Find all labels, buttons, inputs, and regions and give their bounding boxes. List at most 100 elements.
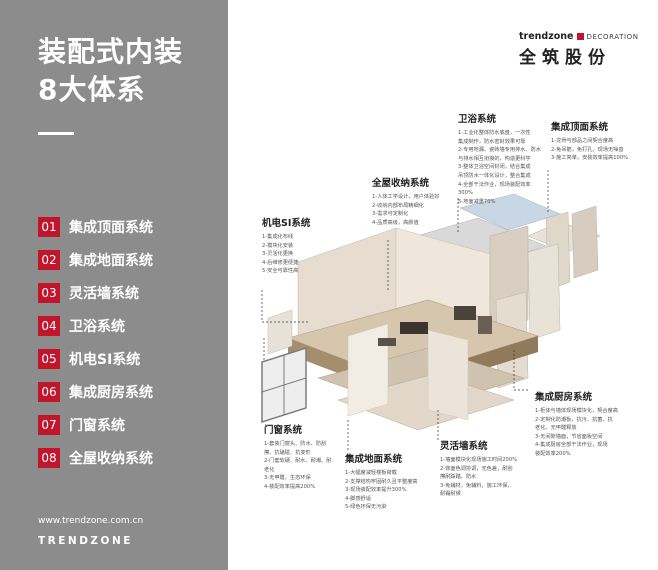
callout-title: 集成顶面系统: [551, 122, 609, 133]
page-title-line2: 8大体系: [38, 73, 146, 106]
callout-line: 300%: [458, 190, 473, 197]
callout-bath: 卫浴系统 1-工业化整体防水底盘，一次性 集成制作，防水密封效果可靠 2-专用地…: [458, 111, 541, 206]
callout-title: 灵活墙系统: [440, 441, 488, 452]
callout-line: 1-墙面模块化现场施工时间200%: [440, 457, 518, 463]
website-url: www.trendzone.com.cn: [38, 516, 144, 526]
callout-line: 集成制作，防水密封效果可靠: [458, 138, 526, 145]
item-label: 灵活墙系统: [69, 286, 139, 302]
callout-line: 1-龙骨与部品之间契合度高: [551, 138, 614, 144]
callout-title: 机电SI系统: [262, 218, 311, 229]
callout-door: 门窗系统 1-套装门窗头、防水、防刮 擦、抗磕碰、抗变形 2-门套软硬、耐水、耐…: [264, 422, 331, 492]
callout-mep: 机电SI系统 1-集成化布线 2-模块化安装 3-灵活化更换 4-后维修更便捷 …: [262, 215, 310, 276]
list-item: 03 灵活墙系统: [38, 283, 139, 303]
list-item: 06 集成厨房系统: [38, 382, 153, 402]
callout-line: 擦耐踩踏、防水: [440, 474, 477, 481]
callout-lines: 1-大幅度减轻楼板荷载 2-支撑结构牢固耐久且平整度高 3-现场装配效率提升30…: [345, 469, 418, 512]
item-number: 01: [38, 217, 60, 237]
leader-line-kitchen: [513, 350, 528, 391]
callout-line: 2-定制化防潮板，抗污、抗菌、抗: [535, 416, 613, 423]
callout-line: 3-现场装配效率提升300%: [345, 487, 407, 494]
callout-line: 2-收纳内部布局精细化: [372, 202, 424, 209]
callout-line: 3-无甲醛，生态环保: [264, 475, 311, 482]
callout-title: 卫浴系统: [458, 114, 497, 125]
callout-line: 2-门套软硬、耐水、耐潮、耐: [264, 458, 332, 465]
list-item: 04 卫浴系统: [38, 316, 125, 336]
callout-leader-lines: [261, 170, 549, 452]
page-title-line1: 装配式内装: [38, 35, 184, 68]
item-number: 05: [38, 349, 60, 369]
sofa: [400, 322, 428, 334]
floor-layer: [337, 373, 515, 431]
callout-lines: 1-墙面模块化现场施工时间200% 2-饰面色调协调，无色差，耐刮 擦耐踩踏、防…: [440, 456, 517, 499]
title-divider: [38, 132, 74, 135]
item-label: 集成顶面系统: [69, 220, 153, 236]
callout-lines: 1-工业化整体防水底盘，一次性 集成制作，防水密封效果可靠 2-专用地漏、瓷砖墙…: [458, 129, 541, 206]
callout-title: 集成地面系统: [345, 454, 403, 465]
callout-line: 5-安全可靠性高: [262, 268, 299, 275]
callout-line: 1-集成化布线: [262, 234, 294, 240]
callout-storage: 全屋收纳系统 1-人体工学设计，用户体验好 2-收纳内部布局精细化 3-需求可定…: [372, 175, 439, 227]
callout-line: 3-无间隙墙面，节省面板空间: [535, 433, 603, 440]
callout-line: 5-绿色环保无污染: [345, 504, 387, 511]
list-item: 01 集成顶面系统: [38, 217, 153, 237]
callout-kitchen: 集成厨房系统 1-柜体与墙体现场模块化，契合度高 2-定制化防潮板，抗污、抗菌、…: [535, 389, 618, 459]
callout-line: 老化、无甲醛释放: [535, 425, 577, 432]
company-logo: trendzone DECORATION 全筑股份: [519, 31, 639, 68]
cabinet: [454, 306, 476, 320]
callout-line: 1-套装门窗头、防水、防刮: [264, 441, 327, 447]
item-number: 03: [38, 283, 60, 303]
callout-lines: 1-柜体与墙体现场模块化，契合度高 2-定制化防潮板，抗污、抗菌、抗 老化、无甲…: [535, 407, 618, 459]
callout-line: 2-专用地漏、瓷砖墙专用排水、防水: [458, 147, 541, 154]
callout-line: 2-模块化安装: [262, 242, 294, 249]
item-label: 门窗系统: [69, 418, 125, 434]
cabinet: [478, 316, 492, 334]
callout-line: 4-品质高级，高颜值: [372, 219, 419, 226]
item-number: 07: [38, 415, 60, 435]
logo-chinese-name: 全筑股份: [519, 48, 611, 68]
callout-floor: 集成地面系统 1-大幅度减轻楼板荷载 2-支撑结构牢固耐久且平整度高 3-现场装…: [345, 451, 418, 512]
item-label: 全屋收纳系统: [69, 451, 153, 467]
callout-line: 3-灵活化更换: [262, 251, 294, 258]
callout-lines: 1-龙骨与部品之间契合度高 2-免吊筋，免打孔，现场无噪音 3-施工简单，安装效…: [551, 137, 628, 163]
partition-wall: [427, 329, 469, 421]
callout-line: 3-免辅材，免辅料，施工环保，: [440, 482, 513, 489]
callout-line: 与排水相互衔接的，构造更科学: [458, 155, 531, 162]
item-label: 集成厨房系统: [69, 385, 153, 401]
left-panel: 装配式内装 8大体系 01 集成顶面系统 02 集成地面系统 03 灵活墙系统 04 卫…: [0, 0, 228, 570]
item-number: 02: [38, 250, 60, 270]
callout-line: 吊顶防水一体化设计，整合集成: [458, 172, 531, 179]
wall-panel: [571, 205, 599, 279]
item-label: 集成地面系统: [69, 253, 153, 269]
item-number: 06: [38, 382, 60, 402]
item-label: 卫浴系统: [69, 319, 125, 335]
callout-title: 门窗系统: [264, 425, 303, 436]
callout-line: 4-全部干法作业，现场装配效率: [458, 181, 531, 188]
callout-line: 5-地面减重70%: [458, 198, 496, 205]
callout-line: 4-脚感舒适: [345, 495, 371, 502]
callout-line: 2-饰面色调协调，无色差，耐刮: [440, 465, 513, 472]
callout-line: 3-施工简单，安装效率提高100%: [551, 155, 629, 162]
callout-line: 耐霜耐候: [440, 491, 461, 498]
callout-lines: 1-人体工学设计，用户体验好 2-收纳内部布局精细化 3-需求可定制化 4-品质…: [372, 193, 439, 227]
wall-panel: [527, 243, 561, 341]
callout-ceiling: 集成顶面系统 1-龙骨与部品之间契合度高 2-免吊筋，免打孔，现场无噪音 3-施…: [551, 119, 628, 163]
callout-line: 1-工业化整体防水底盘，一次性: [458, 130, 531, 136]
item-number: 04: [38, 316, 60, 336]
callout-line: 1-柜体与墙体现场模块化，契合度高: [535, 408, 618, 414]
callout-line: 3-需求可定制化: [372, 211, 409, 218]
wall-panel: [267, 309, 293, 355]
callout-line: 4-后维修更便捷: [262, 259, 299, 266]
callout-line: 装配效率200%: [535, 450, 571, 457]
list-item: 05 机电SI系统: [38, 349, 140, 369]
item-label: 机电SI系统: [69, 352, 141, 368]
callout-line: 1-人体工学设计，用户体验好: [372, 194, 440, 200]
callout-lines: 1-集成化布线 2-模块化安装 3-灵活化更换 4-后维修更便捷 5-安全可靠性…: [262, 233, 310, 276]
callout-title: 全屋收纳系统: [372, 178, 430, 189]
callout-wall: 灵活墙系统 1-墙面模块化现场施工时间200% 2-饰面色调协调，无色差，耐刮 …: [440, 438, 517, 499]
table: [378, 338, 396, 346]
callout-line: 4-集成厨房全部干法作业，现场: [535, 442, 608, 449]
callout-line: 2-免吊筋，免打孔，现场无噪音: [551, 146, 624, 153]
callout-line: 老化: [264, 466, 275, 473]
callout-title: 集成厨房系统: [535, 392, 593, 403]
